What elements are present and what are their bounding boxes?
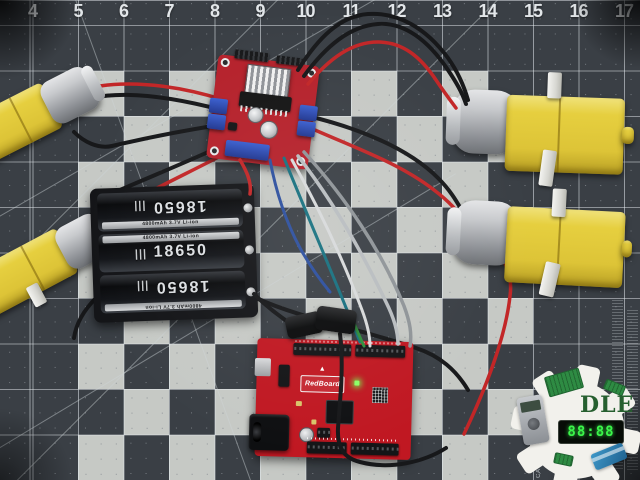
- multimeter-screen: [519, 399, 542, 413]
- logo-title: DLE: [580, 392, 635, 418]
- power-plug-connector: [284, 305, 358, 342]
- dle-watermark-logo: DLE 88:88: [508, 362, 640, 480]
- wire: [238, 158, 253, 196]
- multimeter-dial: [526, 416, 541, 431]
- wire: [268, 158, 332, 294]
- seven-segment-display: 88:88: [558, 420, 624, 444]
- wire: [335, 332, 448, 468]
